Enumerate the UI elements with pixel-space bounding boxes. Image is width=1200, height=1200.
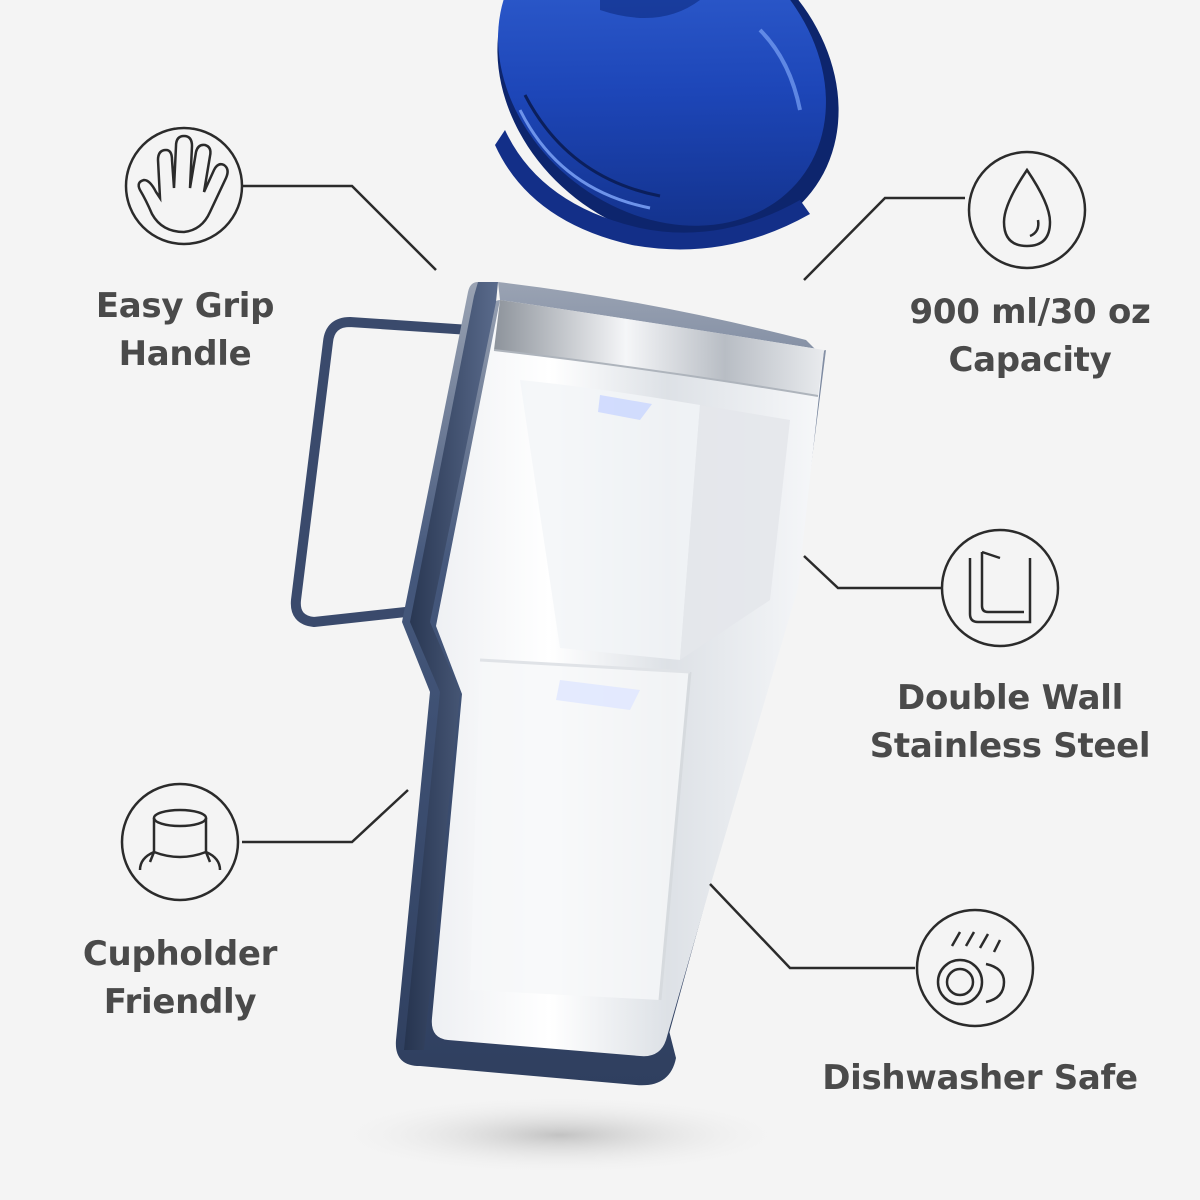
steel-rim: [494, 300, 824, 396]
callout-lines: [242, 184, 965, 970]
callout-line-dishwasher: [709, 883, 915, 970]
water-drop-icon: [967, 150, 1087, 270]
callout-line-capacity: [803, 196, 965, 281]
grip-line-1: Easy Grip: [95, 286, 275, 326]
grip-line-2: Handle: [118, 334, 252, 374]
capacity-line-2: Capacity: [948, 340, 1112, 380]
double-wall-line-1: Double Wall: [897, 678, 1123, 718]
floor-shadow: [330, 1095, 790, 1175]
feature-label-cupholder: Cupholder Friendly: [55, 930, 305, 1026]
cupholder-line-1: Cupholder: [82, 934, 278, 974]
cupholder-icon: [120, 782, 240, 902]
feature-label-grip: Easy Grip Handle: [60, 282, 310, 378]
feature-label-dishwasher: Dishwasher Safe: [810, 1054, 1150, 1102]
blue-lid: [495, 0, 839, 250]
double-wall-icon: [940, 528, 1060, 648]
callout-line-grip: [242, 184, 437, 271]
hand-icon: [124, 126, 244, 246]
double-wall-line-2: Stainless Steel: [869, 726, 1151, 766]
cupholder-line-2: Friendly: [103, 982, 257, 1022]
callout-line-double-wall: [803, 555, 943, 590]
capacity-line-1: 900 ml/30 oz: [909, 292, 1151, 332]
feature-label-capacity: 900 ml/30 oz Capacity: [895, 288, 1165, 384]
dishwasher-icon: [915, 908, 1035, 1028]
feature-label-double-wall: Double Wall Stainless Steel: [860, 674, 1160, 770]
tumbler-handle: [290, 317, 475, 627]
dishwasher-line-1: Dishwasher Safe: [822, 1058, 1138, 1098]
callout-line-cupholder: [242, 789, 409, 844]
